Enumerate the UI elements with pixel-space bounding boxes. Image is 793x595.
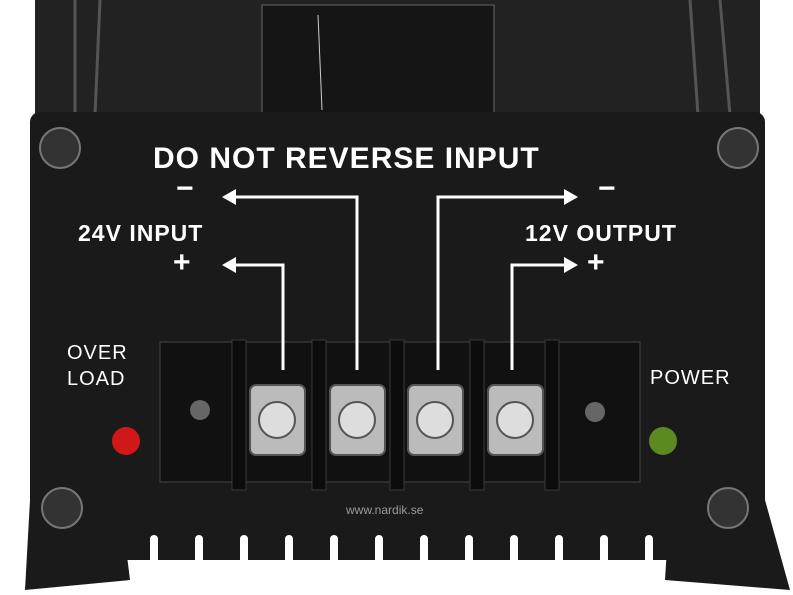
right-foot — [665, 500, 790, 590]
polarity-arrows — [232, 195, 568, 370]
bottom-fins — [120, 520, 680, 560]
output-plus-sign: + — [587, 246, 606, 279]
output-minus-sign: − — [598, 172, 617, 205]
overload-label-line2: LOAD — [67, 368, 126, 390]
mount-screw-left — [190, 400, 210, 420]
terminal-screws[interactable] — [249, 384, 544, 456]
corner-screws — [39, 127, 759, 529]
overload-label-line1: OVER — [67, 342, 128, 364]
input-minus-sign: − — [176, 172, 195, 205]
power-label: POWER — [650, 367, 731, 389]
fin-gaps — [150, 535, 653, 565]
watermark: www.nardik.se — [346, 503, 424, 517]
top-fins — [73, 0, 732, 116]
mount-screw-right — [585, 402, 605, 422]
output-label: 12V OUTPUT — [525, 220, 677, 246]
power-led — [649, 427, 677, 455]
warning-text: DO NOT REVERSE INPUT — [153, 142, 540, 175]
overload-led — [112, 427, 140, 455]
input-plus-sign: + — [173, 246, 192, 279]
product-label-plate — [261, 4, 495, 116]
input-label: 24V INPUT — [78, 220, 204, 246]
